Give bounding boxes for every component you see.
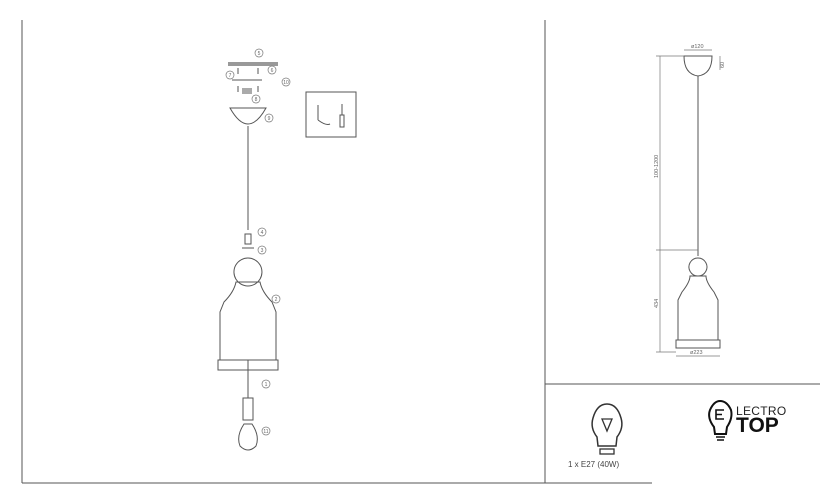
brand-logo-icon — [708, 399, 733, 441]
dimension-drawing: ø120 60 100-1200 434 ø223 — [654, 44, 726, 357]
brand-name-line2: TOP — [736, 414, 779, 437]
svg-text:1: 1 — [265, 382, 268, 388]
callout-markers: 5 6 7 10 8 9 4 3 2 1 11 — [225, 48, 291, 436]
svg-text:11: 11 — [263, 429, 268, 435]
svg-text:ø223: ø223 — [690, 350, 703, 356]
svg-text:3: 3 — [261, 248, 264, 254]
svg-text:6: 6 — [271, 68, 274, 74]
svg-text:ø120: ø120 — [691, 44, 704, 50]
svg-text:7: 7 — [229, 73, 232, 79]
svg-text:5: 5 — [258, 51, 261, 57]
svg-text:9: 9 — [268, 116, 271, 122]
svg-text:10: 10 — [283, 80, 289, 86]
svg-text:434: 434 — [654, 299, 660, 308]
svg-text:60: 60 — [720, 62, 726, 68]
svg-text:100-1200: 100-1200 — [654, 155, 660, 178]
svg-text:2: 2 — [275, 297, 278, 303]
svg-text:4: 4 — [261, 230, 264, 236]
bulb-icon — [591, 403, 623, 455]
brand-name-line1: LECTRO — [736, 404, 787, 418]
svg-text:8: 8 — [255, 97, 258, 103]
assembly-diagram — [217, 62, 357, 451]
bulb-spec-label: 1 x E27 (40W) — [568, 460, 620, 469]
